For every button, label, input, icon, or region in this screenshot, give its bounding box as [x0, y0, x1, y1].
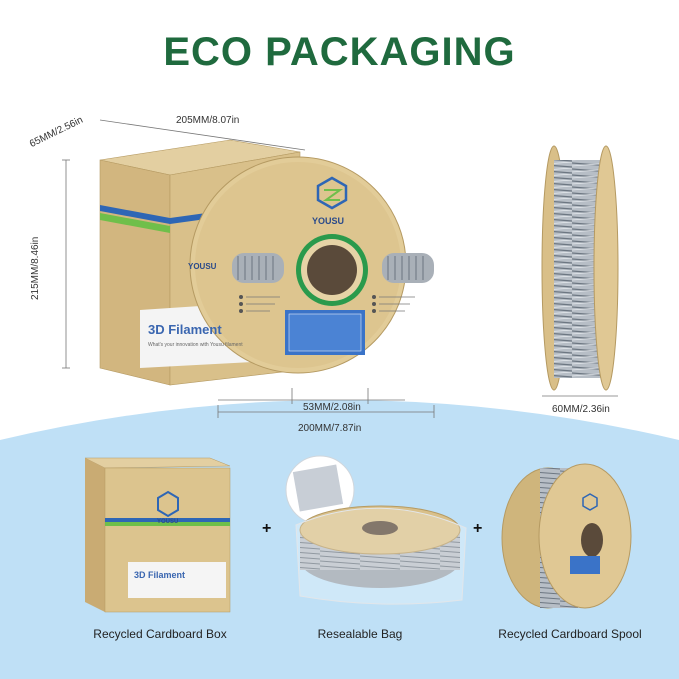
plus-sign-1: +	[262, 520, 272, 537]
dim-box-height: 215MM/8.46in	[30, 236, 41, 300]
dim-box-width: 205MM/8.07in	[176, 115, 240, 126]
page-title: ECO PACKAGING	[163, 30, 516, 74]
spool-brand: YOUSU	[312, 216, 345, 226]
caption-box: Recycled Cardboard Box	[93, 627, 227, 641]
dimension-lines	[62, 119, 618, 418]
dim-spool-diameter: 200MM/7.87in	[298, 423, 362, 434]
dim-spool-hole: 53MM/2.08in	[303, 402, 361, 413]
box-brand: YOUSU	[188, 262, 217, 271]
plus-sign-2: +	[473, 520, 483, 537]
cardboard-box-small	[84, 457, 231, 613]
spool-front-large	[189, 156, 434, 374]
spool-side-large	[541, 145, 619, 391]
box-label: 3D Filament	[148, 322, 222, 337]
cardboard-spool-small	[501, 463, 632, 609]
small-box-brand: YOUSU	[157, 519, 179, 525]
yousu-logo-icon	[316, 176, 348, 210]
caption-spool: Recycled Cardboard Spool	[498, 627, 642, 641]
small-box-label: 3D Filament	[134, 570, 186, 580]
box-subtitle: What's your innovation with Yousu filame…	[148, 342, 243, 348]
resealable-bag	[285, 455, 467, 605]
caption-bag: Resealable Bag	[317, 627, 403, 641]
dim-spool-width: 60MM/2.36in	[552, 404, 610, 415]
